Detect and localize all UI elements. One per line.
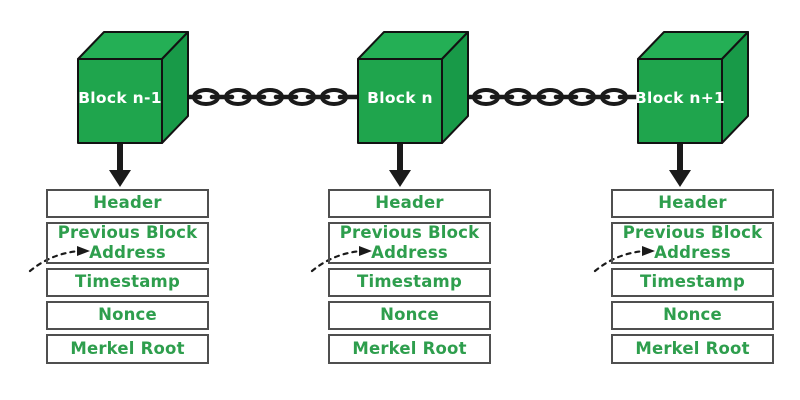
field-label: Merkel Root: [352, 338, 467, 358]
field-label: Header: [93, 193, 162, 213]
field-box-nonce: Nonce: [611, 301, 774, 330]
field-box-header: Header: [328, 189, 491, 218]
cube-label-block-n: Block n: [367, 89, 433, 107]
dashed-curved-arrow-icon: [593, 246, 655, 273]
cube-front-face: [357, 58, 443, 144]
field-label: Nonce: [98, 305, 157, 325]
dashed-curved-arrow-icon: [310, 246, 372, 273]
field-box-merkel-root: Merkel Root: [46, 334, 209, 364]
field-box-header: Header: [46, 189, 209, 218]
field-label: Merkel Root: [70, 338, 185, 358]
field-box-timestamp: Timestamp: [46, 268, 209, 297]
field-box-timestamp: Timestamp: [611, 268, 774, 297]
cube-front-face: [77, 58, 163, 144]
field-label: Timestamp: [75, 272, 180, 292]
down-arrow-icon: [669, 144, 691, 187]
field-label: Previous Block Address: [339, 222, 480, 262]
cube-block-n: [357, 31, 469, 144]
field-box-header: Header: [611, 189, 774, 218]
cube-front-face: [637, 58, 723, 144]
field-box-nonce: Nonce: [46, 301, 209, 330]
field-label: Nonce: [380, 305, 439, 325]
cube-block-n-1: [77, 31, 189, 144]
field-label: Header: [658, 193, 727, 213]
field-label: Previous Block Address: [622, 222, 763, 262]
chain-link-icon: [461, 88, 643, 106]
cube-label-block-n-plus-1: Block n+1: [634, 89, 726, 107]
field-label: Nonce: [663, 305, 722, 325]
field-label: Timestamp: [357, 272, 462, 292]
chain-link-icon: [181, 88, 363, 106]
field-box-previous-block-address: Previous Block Address: [46, 222, 209, 264]
cube-block-n-plus-1: [637, 31, 749, 144]
field-label: Previous Block Address: [57, 222, 198, 262]
cube-label-block-n-1: Block n-1: [78, 89, 162, 107]
field-box-merkel-root: Merkel Root: [328, 334, 491, 364]
field-box-previous-block-address: Previous Block Address: [611, 222, 774, 264]
field-box-merkel-root: Merkel Root: [611, 334, 774, 364]
down-arrow-icon: [389, 144, 411, 187]
block-detail-column: Header Previous Block Address Timestamp …: [46, 189, 209, 364]
field-label: Header: [375, 193, 444, 213]
down-arrow-icon: [109, 144, 131, 187]
field-box-previous-block-address: Previous Block Address: [328, 222, 491, 264]
field-box-nonce: Nonce: [328, 301, 491, 330]
block-detail-column: Header Previous Block Address Timestamp …: [611, 189, 774, 364]
field-box-timestamp: Timestamp: [328, 268, 491, 297]
field-label: Timestamp: [640, 272, 745, 292]
dashed-curved-arrow-icon: [28, 246, 90, 273]
field-label: Merkel Root: [635, 338, 750, 358]
block-detail-column: Header Previous Block Address Timestamp …: [328, 189, 491, 364]
